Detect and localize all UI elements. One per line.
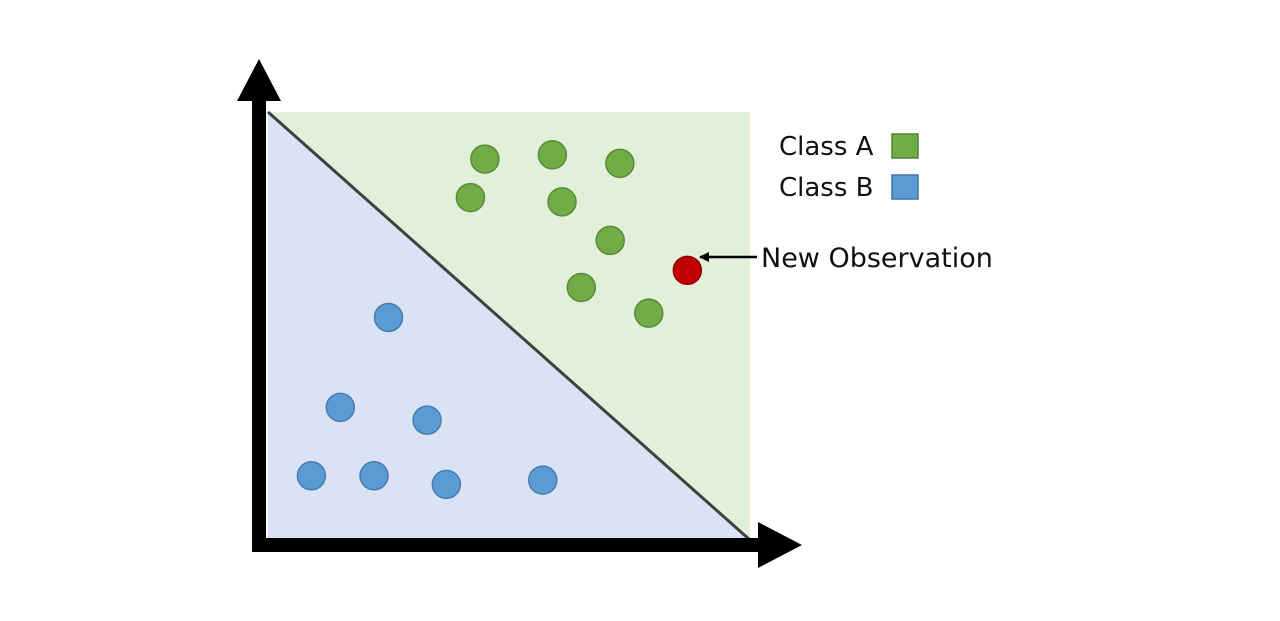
class-b-point (431, 469, 462, 500)
new-observation-point (672, 255, 703, 286)
class-b-point (325, 392, 356, 423)
class-b-point (527, 465, 558, 495)
class-a-point (455, 182, 486, 213)
new-observation-label: New Observation (761, 243, 993, 274)
class-a-point (605, 148, 635, 179)
decision-boundary-line (267, 110, 751, 542)
class-b-points (296, 302, 558, 500)
class-a-point (547, 187, 577, 217)
class-b-point (359, 461, 389, 491)
class-a-point (537, 140, 568, 170)
legend: Class A Class B (779, 132, 919, 203)
class-a-points (455, 140, 664, 328)
class-a-point (634, 298, 664, 328)
class-a-point (566, 272, 597, 303)
axes (237, 59, 802, 568)
legend-label-class-b: Class B (779, 173, 874, 203)
legend-swatch-class-b (891, 174, 919, 200)
y-axis (252, 95, 266, 552)
x-axis-arrowhead (758, 522, 802, 568)
y-axis-arrowhead (237, 59, 281, 101)
class-b-point (373, 302, 404, 333)
legend-label-class-a: Class A (779, 132, 874, 162)
class-a-point (595, 225, 625, 256)
legend-swatch-class-a (891, 133, 919, 159)
x-axis (252, 538, 762, 552)
class-b-point (296, 461, 327, 491)
class-b-point (412, 405, 442, 435)
class-a-point (470, 144, 500, 174)
